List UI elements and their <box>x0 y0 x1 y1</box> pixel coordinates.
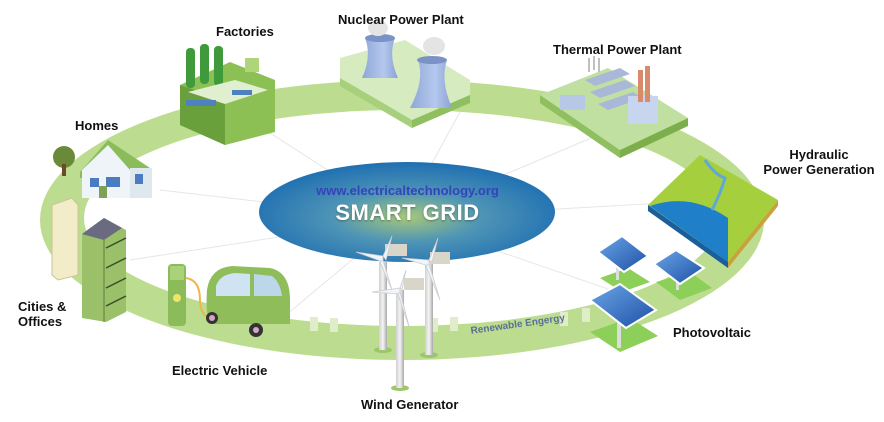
label-thermal-power-plant: Thermal Power Plant <box>553 42 682 57</box>
factory-icon <box>180 44 275 145</box>
label-electric-vehicle: Electric Vehicle <box>172 363 268 378</box>
label-nuclear-power-plant: Nuclear Power Plant <box>338 12 464 27</box>
label-wind-generator: Wind Generator <box>361 397 459 412</box>
electric-car-icon <box>168 264 290 337</box>
label-homes: Homes <box>75 118 119 133</box>
smart-grid-hub <box>259 162 555 262</box>
hydro-dam-icon <box>648 155 778 268</box>
cooling-tower-icon <box>340 20 470 128</box>
label-cities-line2: Offices <box>18 314 63 329</box>
label-hydraulic-line2: Power Generation <box>763 162 875 177</box>
thermal-plant-icon <box>540 56 688 158</box>
house-icon <box>53 140 152 198</box>
diagram-title: SMART GRID <box>335 200 480 225</box>
label-photovoltaic: Photovoltaic <box>673 325 752 340</box>
website-watermark: www.electricaltechnology.org <box>316 183 499 198</box>
label-factories: Factories <box>216 24 274 39</box>
label-hydraulic-power-generation: Hydraulic Power Generation <box>762 147 876 177</box>
wind-turbine-icon <box>355 235 450 391</box>
label-cities-line1: Cities & <box>18 299 67 314</box>
office-building-icon <box>51 197 127 322</box>
label-cities-offices: Cities & Offices <box>18 299 66 329</box>
solar-panel-icon <box>588 234 712 352</box>
label-hydraulic-line1: Hydraulic <box>789 147 849 162</box>
